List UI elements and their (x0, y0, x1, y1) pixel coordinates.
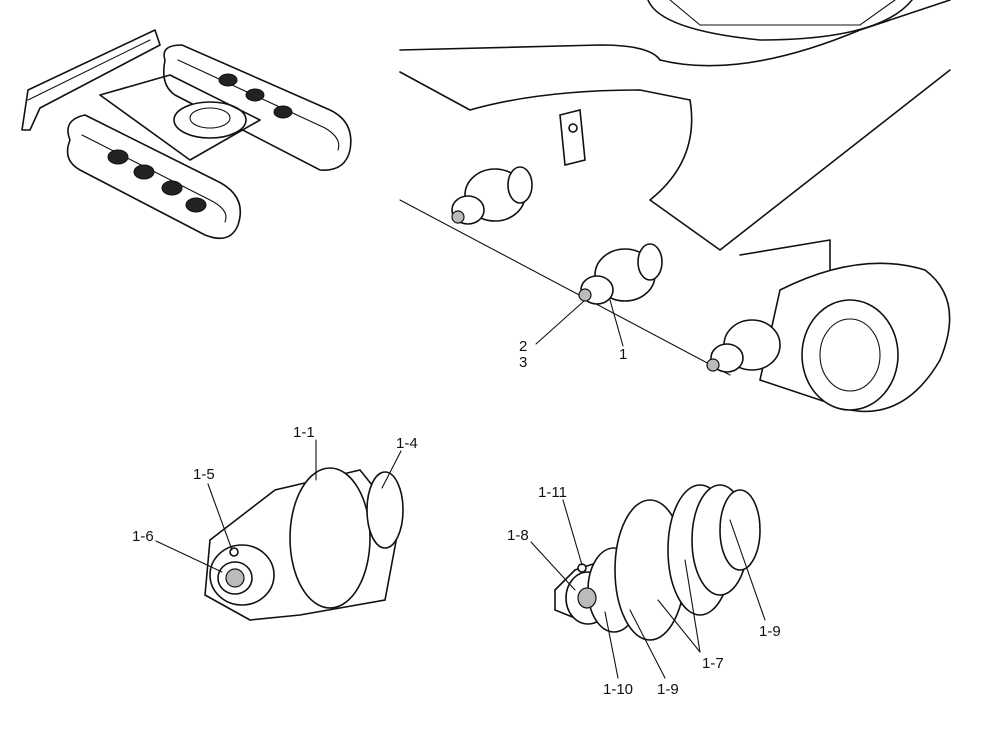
leader-1-6 (155, 540, 223, 573)
label-1-10: 1-10 (603, 681, 633, 698)
leader-1-5 (207, 483, 233, 551)
label-1-9-right: 1-9 (759, 623, 781, 640)
leader-1-9-right (729, 519, 766, 621)
track-roller-upper (451, 166, 533, 225)
leader-1-8 (530, 541, 576, 591)
track-roller-lower (706, 319, 781, 373)
label-1-5: 1-5 (193, 466, 215, 483)
track-frame-assembly (399, 0, 951, 413)
leader-1-4 (381, 450, 402, 489)
label-3: 3 (519, 354, 527, 371)
track-roller-middle (578, 243, 663, 305)
leader-1-7b (684, 559, 701, 653)
label-2: 2 (519, 338, 527, 355)
label-1-11: 1-11 (538, 484, 567, 501)
leader-1-10 (604, 611, 619, 679)
label-1-8: 1-8 (507, 527, 529, 544)
undercarriage-overview (21, 29, 352, 240)
leader-1-9-bottom (629, 609, 666, 679)
label-1: 1 (619, 346, 627, 363)
roller-assembled (204, 467, 404, 621)
roller-exploded (554, 484, 761, 641)
leader-1-7a (657, 599, 701, 653)
label-1-1: 1-1 (293, 424, 315, 441)
leader-1-11 (562, 499, 583, 566)
label-1-9-bottom: 1-9 (657, 681, 679, 698)
label-1-6: 1-6 (132, 528, 154, 545)
label-1-7: 1-7 (702, 655, 724, 672)
label-1-4: 1-4 (396, 435, 418, 452)
